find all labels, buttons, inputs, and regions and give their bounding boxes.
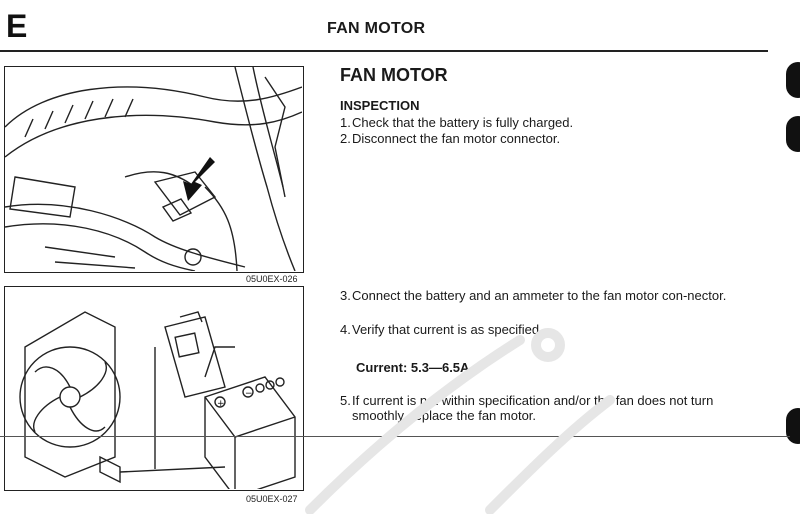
- step-number: 5.: [340, 393, 351, 408]
- section-letter: E: [6, 8, 28, 44]
- current-specification: Current: 5.3—6.5A: [356, 360, 470, 375]
- section-title: FAN MOTOR: [340, 65, 448, 85]
- figure-test-setup: + −: [4, 286, 304, 491]
- step-text: Disconnect the fan motor connector.: [352, 131, 561, 146]
- margin-tab-mark: [786, 116, 800, 152]
- figure-id-label: 05U0EX-026: [246, 274, 298, 284]
- plus-terminal-icon: +: [217, 399, 225, 409]
- step-number: 2.: [340, 131, 351, 146]
- ammeter-battery-illustration: + −: [19, 311, 296, 489]
- figure-id-label: 05U0EX-027: [246, 494, 298, 504]
- margin-tab-mark: [786, 62, 800, 98]
- scan-divider-line: [0, 436, 790, 437]
- header-divider: [0, 50, 768, 52]
- step-text: Verify that current is as specified.: [352, 322, 543, 337]
- subsection-title: INSPECTION: [340, 98, 420, 113]
- inspection-step: 1. Check that the battery is fully charg…: [340, 115, 765, 130]
- step-number: 4.: [340, 322, 351, 337]
- step-number: 3.: [340, 288, 351, 303]
- margin-tab-mark: [786, 408, 800, 444]
- step-text: Connect the battery and an ammeter to th…: [352, 288, 727, 303]
- page-header-title: FAN MOTOR: [327, 20, 426, 37]
- step-text: Check that the battery is fully charged.: [352, 115, 574, 130]
- minus-terminal-icon: −: [245, 389, 253, 399]
- figure-connector-location: [4, 66, 304, 273]
- inspection-step: 3. Connect the battery and an ammeter to…: [340, 288, 765, 303]
- step-text: If current is not within specification a…: [352, 393, 714, 423]
- pointer-arrow-icon: [183, 157, 215, 201]
- engine-bay-illustration: [5, 67, 302, 271]
- inspection-step: 4. Verify that current is as specified.: [340, 322, 765, 337]
- inspection-step: 2. Disconnect the fan motor connector.: [340, 131, 765, 146]
- inspection-step: 5. If current is not within specificatio…: [340, 393, 765, 423]
- step-number: 1.: [340, 115, 351, 130]
